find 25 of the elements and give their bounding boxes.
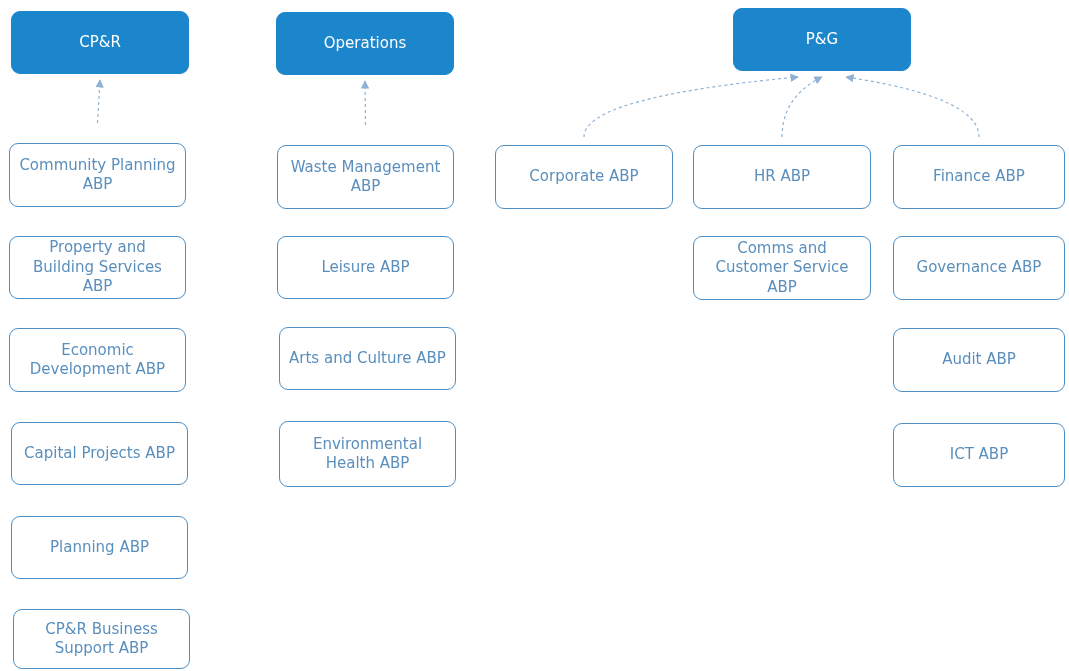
unit-box: Comms and Customer Service ABP <box>693 236 871 300</box>
unit-box: Audit ABP <box>893 328 1065 392</box>
unit-box: Arts and Culture ABP <box>279 327 456 390</box>
unit-box: HR ABP <box>693 145 871 209</box>
department-header-box: CP&R <box>11 11 189 74</box>
unit-box: Governance ABP <box>893 236 1065 300</box>
unit-box: Corporate ABP <box>495 145 673 209</box>
unit-box: Leisure ABP <box>277 236 454 299</box>
arrow <box>95 79 104 124</box>
unit-box: Community Planning ABP <box>9 143 186 207</box>
unit-box: Capital Projects ABP <box>11 422 188 485</box>
unit-box: Waste Management ABP <box>277 145 454 209</box>
unit-box: Environmental Health ABP <box>279 421 456 487</box>
arrow <box>845 74 980 138</box>
unit-box: Finance ABP <box>893 145 1065 209</box>
arrow <box>583 73 799 138</box>
unit-box: ICT ABP <box>893 423 1065 487</box>
arrow <box>781 76 823 138</box>
unit-box: CP&R Business Support ABP <box>13 609 190 669</box>
department-header-box: Operations <box>276 12 454 75</box>
unit-box: Economic Development ABP <box>9 328 186 392</box>
unit-box: Planning ABP <box>11 516 188 579</box>
unit-box: Property and Building Services ABP <box>9 236 186 299</box>
arrow <box>360 80 370 126</box>
department-header-box: P&G <box>733 8 911 71</box>
